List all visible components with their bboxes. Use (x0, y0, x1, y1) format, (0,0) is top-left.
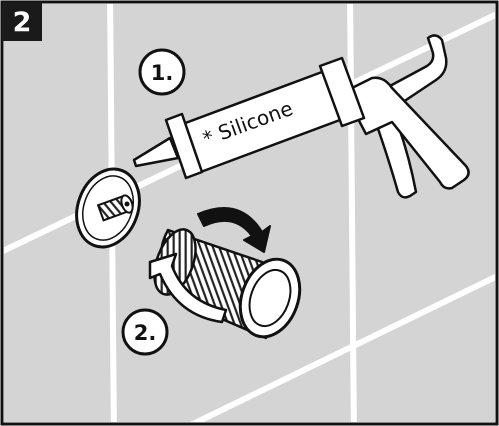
callout-2-label: 2. (134, 321, 157, 345)
callout-1: 1. (138, 48, 186, 96)
tube-rear-cap (318, 56, 366, 128)
callout-2: 2. (121, 308, 169, 356)
step-number: 2 (13, 7, 32, 38)
threaded-pipe (148, 207, 302, 340)
rotate-arrow-front-icon (148, 252, 228, 324)
valve-rosette (75, 167, 141, 249)
gun-trigger (370, 110, 418, 199)
tube-nozzle (132, 136, 180, 168)
rotate-arrow-back-icon (197, 207, 271, 253)
caulking-gun: * Silicone (132, 34, 470, 199)
callout-1-label: 1. (151, 61, 174, 85)
tube-front-cap (164, 112, 204, 180)
step-number-badge: 2 (2, 2, 42, 41)
valve-stem (96, 194, 134, 222)
gun-handle (342, 76, 470, 190)
